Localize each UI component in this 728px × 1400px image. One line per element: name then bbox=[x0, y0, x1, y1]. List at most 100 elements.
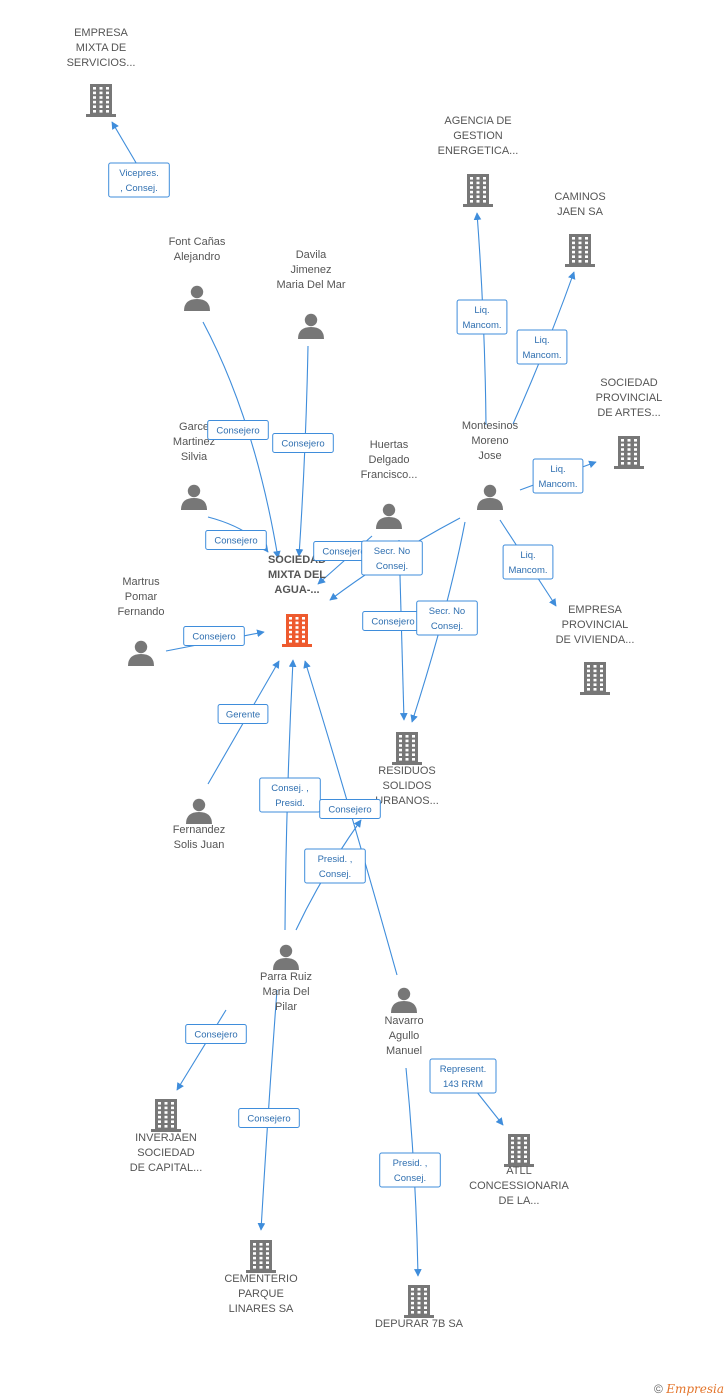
building-window bbox=[405, 739, 409, 743]
relation-tag-e4[interactable]: Consejero bbox=[205, 530, 267, 550]
relation-tag-box bbox=[108, 162, 170, 198]
node-label-focus-line-2: AGUA-... bbox=[274, 584, 319, 596]
relation-tag-text-e1-line-0: Vicepres. bbox=[119, 168, 158, 179]
building-window bbox=[511, 1141, 514, 1145]
relation-tag-text-e21-line-1: 143 RRM bbox=[443, 1079, 483, 1090]
relation-tag-e6[interactable]: Consejero bbox=[362, 611, 424, 631]
relation-tag-e14[interactable]: Gerente bbox=[217, 704, 269, 724]
building-window bbox=[585, 250, 588, 254]
relation-tag-e12[interactable]: Liq.Mancom. bbox=[502, 544, 554, 580]
node-depurar[interactable]: DEPURAR 7B SA bbox=[375, 1285, 464, 1330]
relation-tag-text-e9-line-0: Liq. bbox=[474, 305, 489, 316]
relation-tag-e18[interactable]: Consejero bbox=[185, 1024, 247, 1044]
building-window bbox=[470, 177, 473, 180]
building-window bbox=[621, 457, 624, 460]
building-window bbox=[627, 448, 631, 451]
building-window bbox=[517, 1155, 521, 1158]
relation-tag-e19[interactable]: Consejero bbox=[238, 1108, 300, 1128]
building-window bbox=[578, 241, 582, 245]
node-label-agencia-line-2: ENERGETICA... bbox=[438, 145, 519, 157]
building-window bbox=[424, 1301, 427, 1305]
person-head bbox=[279, 944, 293, 958]
node-label-atll-line-1: CONCESSIONARIA bbox=[469, 1180, 569, 1192]
relation-tag-text-e19-line-0: Consejero bbox=[247, 1114, 290, 1125]
building-window bbox=[411, 1311, 414, 1314]
relation-tag-e2[interactable]: Consejero bbox=[207, 420, 269, 440]
building-window bbox=[524, 1160, 527, 1163]
building-icon-base bbox=[614, 466, 644, 469]
node-label-vivienda-line-1: PROVINCIAL bbox=[562, 619, 629, 631]
relation-tag-e11[interactable]: Liq.Mancom. bbox=[532, 458, 584, 494]
building-icon-base bbox=[151, 1129, 181, 1132]
relation-tag-e13[interactable]: Consejero bbox=[183, 626, 245, 646]
node-label-huertas-line-0: Huertas bbox=[370, 439, 409, 451]
relation-tag-e10[interactable]: Liq.Mancom. bbox=[516, 329, 568, 365]
relation-tag-e15[interactable]: Consej. ,Presid. bbox=[259, 777, 321, 813]
relation-tag-e9[interactable]: Liq.Mancom. bbox=[456, 299, 508, 335]
relation-tag-text-e5-line-0: Consejero bbox=[322, 547, 365, 558]
relation-tag-box bbox=[183, 626, 245, 646]
node-label-vivienda-line-2: DE VIVIENDA... bbox=[556, 634, 635, 646]
relation-tag-e1[interactable]: Vicepres., Consej. bbox=[108, 162, 170, 198]
node-label-navarro-line-0: Navarro bbox=[384, 1015, 423, 1027]
building-window bbox=[266, 1266, 269, 1269]
node-label-font-line-1: Alejandro bbox=[174, 251, 220, 263]
node-label-martrus-line-1: Pomar bbox=[125, 591, 158, 603]
node-agencia[interactable]: AGENCIA DEGESTIONENERGETICA... bbox=[438, 115, 519, 207]
node-huertas[interactable]: HuertasDelgadoFrancisco... bbox=[361, 439, 418, 529]
building-window bbox=[634, 457, 637, 460]
node-label-navarro-line-2: Manuel bbox=[386, 1045, 422, 1057]
building-window bbox=[627, 462, 631, 465]
building-window bbox=[266, 1252, 269, 1255]
person-head bbox=[134, 640, 148, 654]
node-label-cementerio-line-2: LINARES SA bbox=[229, 1303, 294, 1315]
building-window bbox=[158, 1102, 161, 1105]
relation-tag-e16[interactable]: Presid. ,Consej. bbox=[304, 848, 366, 884]
building-window bbox=[93, 91, 96, 95]
relation-tag-e3[interactable]: Consejero bbox=[272, 433, 334, 453]
building-window bbox=[99, 96, 103, 99]
relation-tag-text-e8-line-1: Consej. bbox=[431, 621, 463, 632]
building-window bbox=[164, 1106, 168, 1110]
building-window bbox=[411, 1288, 414, 1291]
relation-tag-e20[interactable]: Presid. ,Consej. bbox=[379, 1152, 441, 1188]
person-body bbox=[477, 498, 503, 510]
person-body bbox=[391, 1001, 417, 1013]
building-window bbox=[517, 1141, 521, 1145]
relation-tag-box bbox=[217, 704, 269, 724]
building-window bbox=[585, 255, 588, 258]
relation-tag-e17[interactable]: Consejero bbox=[319, 799, 381, 819]
building-window bbox=[517, 1146, 521, 1149]
relation-tag-text-e20-line-1: Consej. bbox=[394, 1173, 426, 1184]
building-window bbox=[417, 1292, 421, 1296]
building-window bbox=[295, 617, 299, 620]
building-window bbox=[93, 110, 96, 113]
building-window bbox=[593, 678, 597, 682]
building-window bbox=[587, 678, 590, 682]
relation-tag-text-e6-line-0: Consejero bbox=[371, 617, 414, 628]
node-residuos[interactable]: RESIDUOSSOLIDOSURBANOS... bbox=[375, 732, 439, 807]
building-window bbox=[99, 91, 103, 95]
relation-tag-text-e16-line-0: Presid. , bbox=[318, 854, 353, 865]
relation-tag-e21[interactable]: Represent.143 RRM bbox=[429, 1058, 497, 1094]
building-window bbox=[158, 1106, 161, 1110]
building-window bbox=[106, 105, 109, 108]
